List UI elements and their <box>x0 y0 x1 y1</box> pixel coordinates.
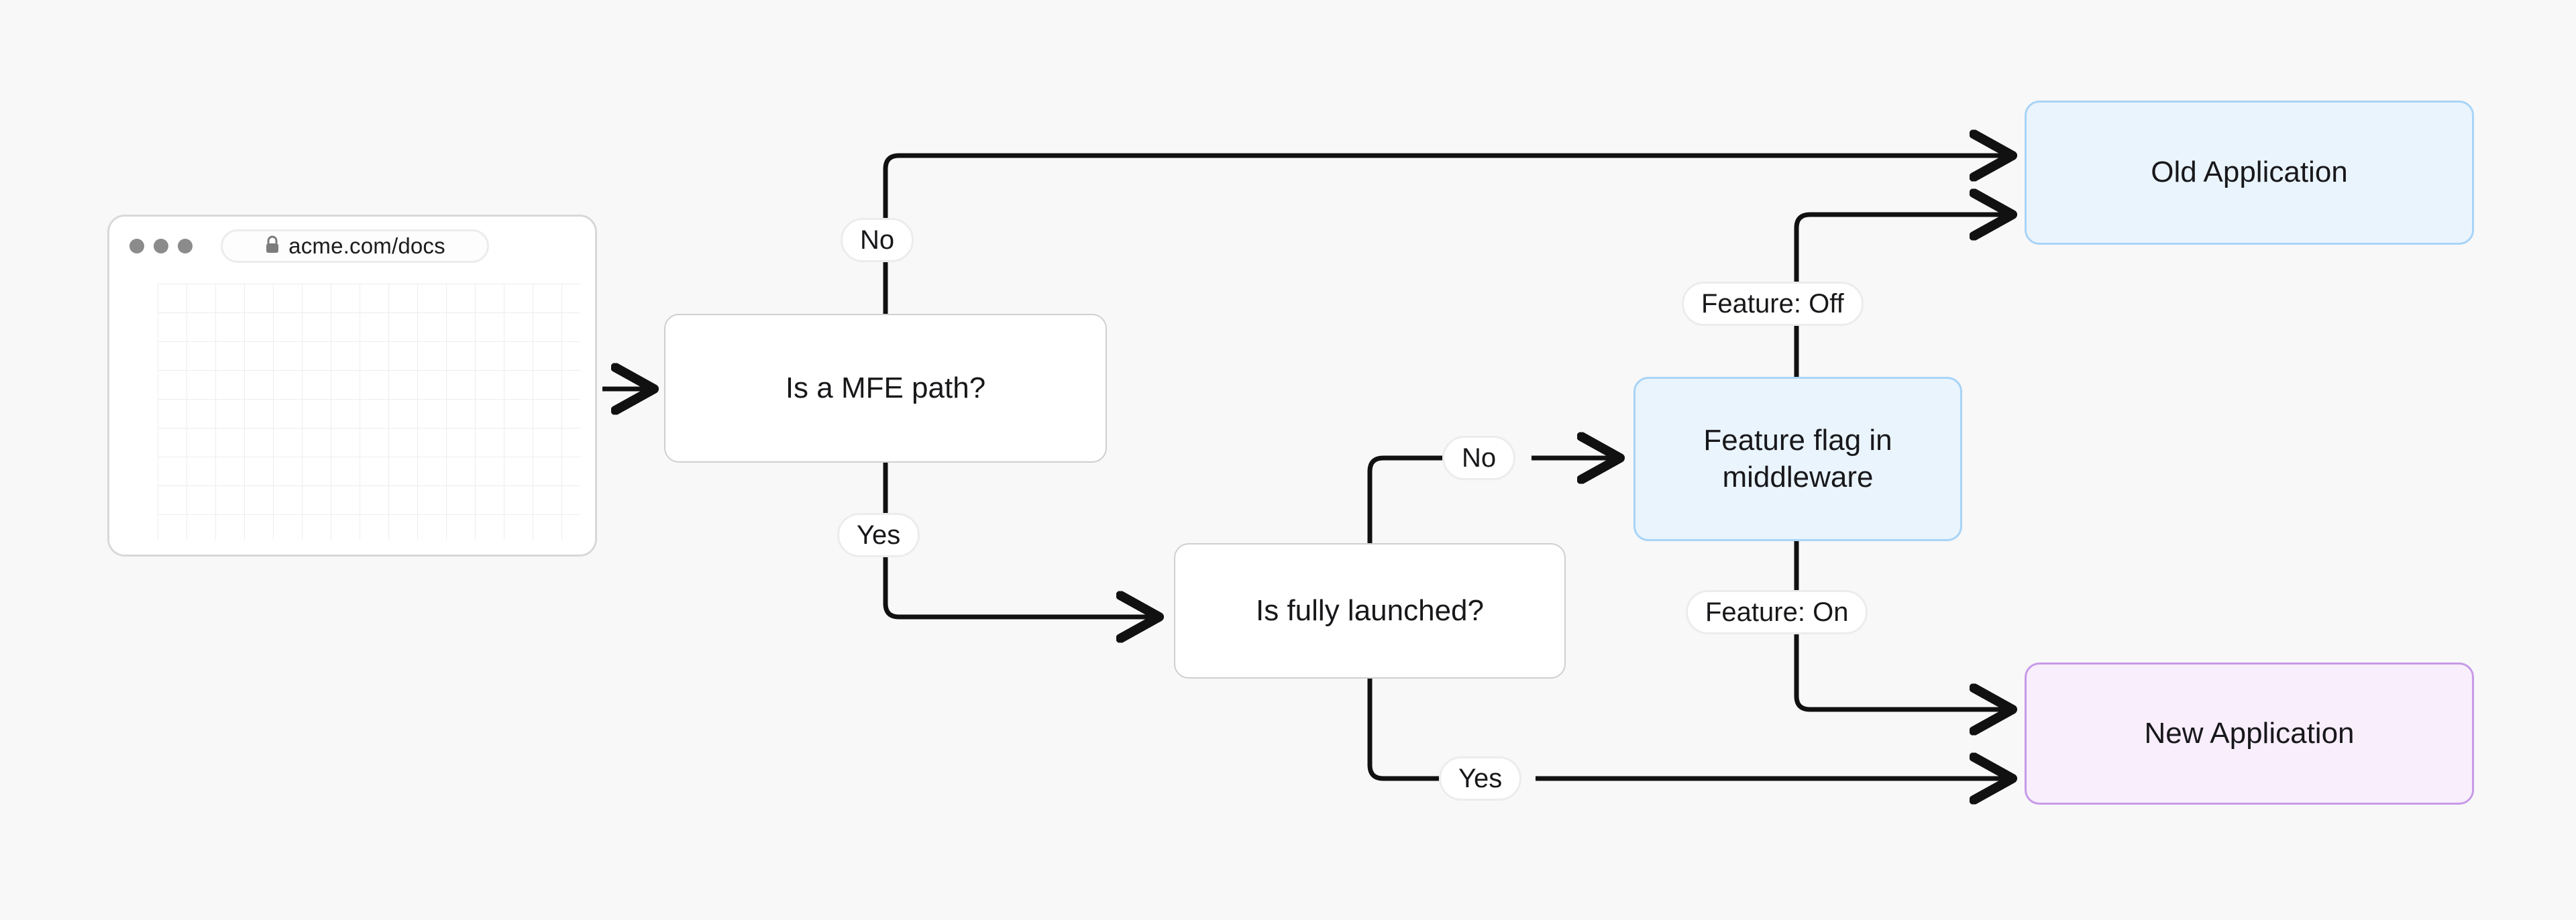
node-feature-flag-in-middleware[interactable]: Feature flag in middleware <box>1633 377 1962 541</box>
node-is-a-mfe-path[interactable]: Is a MFE path? <box>664 314 1107 463</box>
traffic-light-close-dot <box>129 239 144 253</box>
node-new-application[interactable]: New Application <box>2025 663 2474 805</box>
edge-label-mfe-path-yes: Yes <box>837 513 920 557</box>
node-is-fully-launched[interactable]: Is fully launched? <box>1174 543 1566 679</box>
node-label: Feature flag in middleware <box>1703 423 1892 494</box>
edge-fully-launched-no-up <box>1367 455 1442 543</box>
traffic-light-minimize-dot <box>154 239 168 253</box>
edge-label-text: Feature: On <box>1705 597 1849 627</box>
browser-window-mock: acme.com/docs <box>107 215 597 557</box>
edge-label-text: Yes <box>857 520 901 550</box>
edge-label-mfe-path-no: No <box>841 218 914 262</box>
edge-label-feature-off: Feature: Off <box>1682 282 1864 326</box>
edge-mfe-path-no-to-old-app <box>883 156 2012 218</box>
edge-label-text: Feature: Off <box>1701 288 1844 319</box>
address-bar-url: acme.com/docs <box>288 233 445 258</box>
node-label: New Application <box>2144 716 2355 750</box>
browser-page-grid <box>158 284 580 540</box>
edge-label-feature-on: Feature: On <box>1686 590 1868 634</box>
edge-fully-launched-yes-down <box>1367 679 1439 781</box>
edge-label-text: Yes <box>1458 763 1503 793</box>
edge-label-fully-launched-no: No <box>1442 436 1516 480</box>
browser-toolbar: acme.com/docs <box>109 217 595 276</box>
node-label: Is fully launched? <box>1256 593 1484 627</box>
edge-feature-on-to-new-app <box>1794 634 2012 709</box>
edge-feature-off-to-old-app <box>1794 215 2012 282</box>
edge-mfe-path-yes-to-fully-launched <box>883 557 1159 617</box>
edge-label-text: No <box>860 225 895 255</box>
traffic-light-maximize-dot <box>178 239 193 253</box>
edge-label-fully-launched-yes: Yes <box>1439 756 1522 801</box>
node-label: Is a MFE path? <box>785 371 986 404</box>
address-bar[interactable]: acme.com/docs <box>221 229 489 263</box>
edge-label-text: No <box>1462 443 1497 473</box>
node-label: Old Application <box>2151 156 2348 189</box>
node-old-application[interactable]: Old Application <box>2025 101 2474 245</box>
traffic-light-dots <box>129 239 193 253</box>
lock-icon <box>264 235 280 257</box>
